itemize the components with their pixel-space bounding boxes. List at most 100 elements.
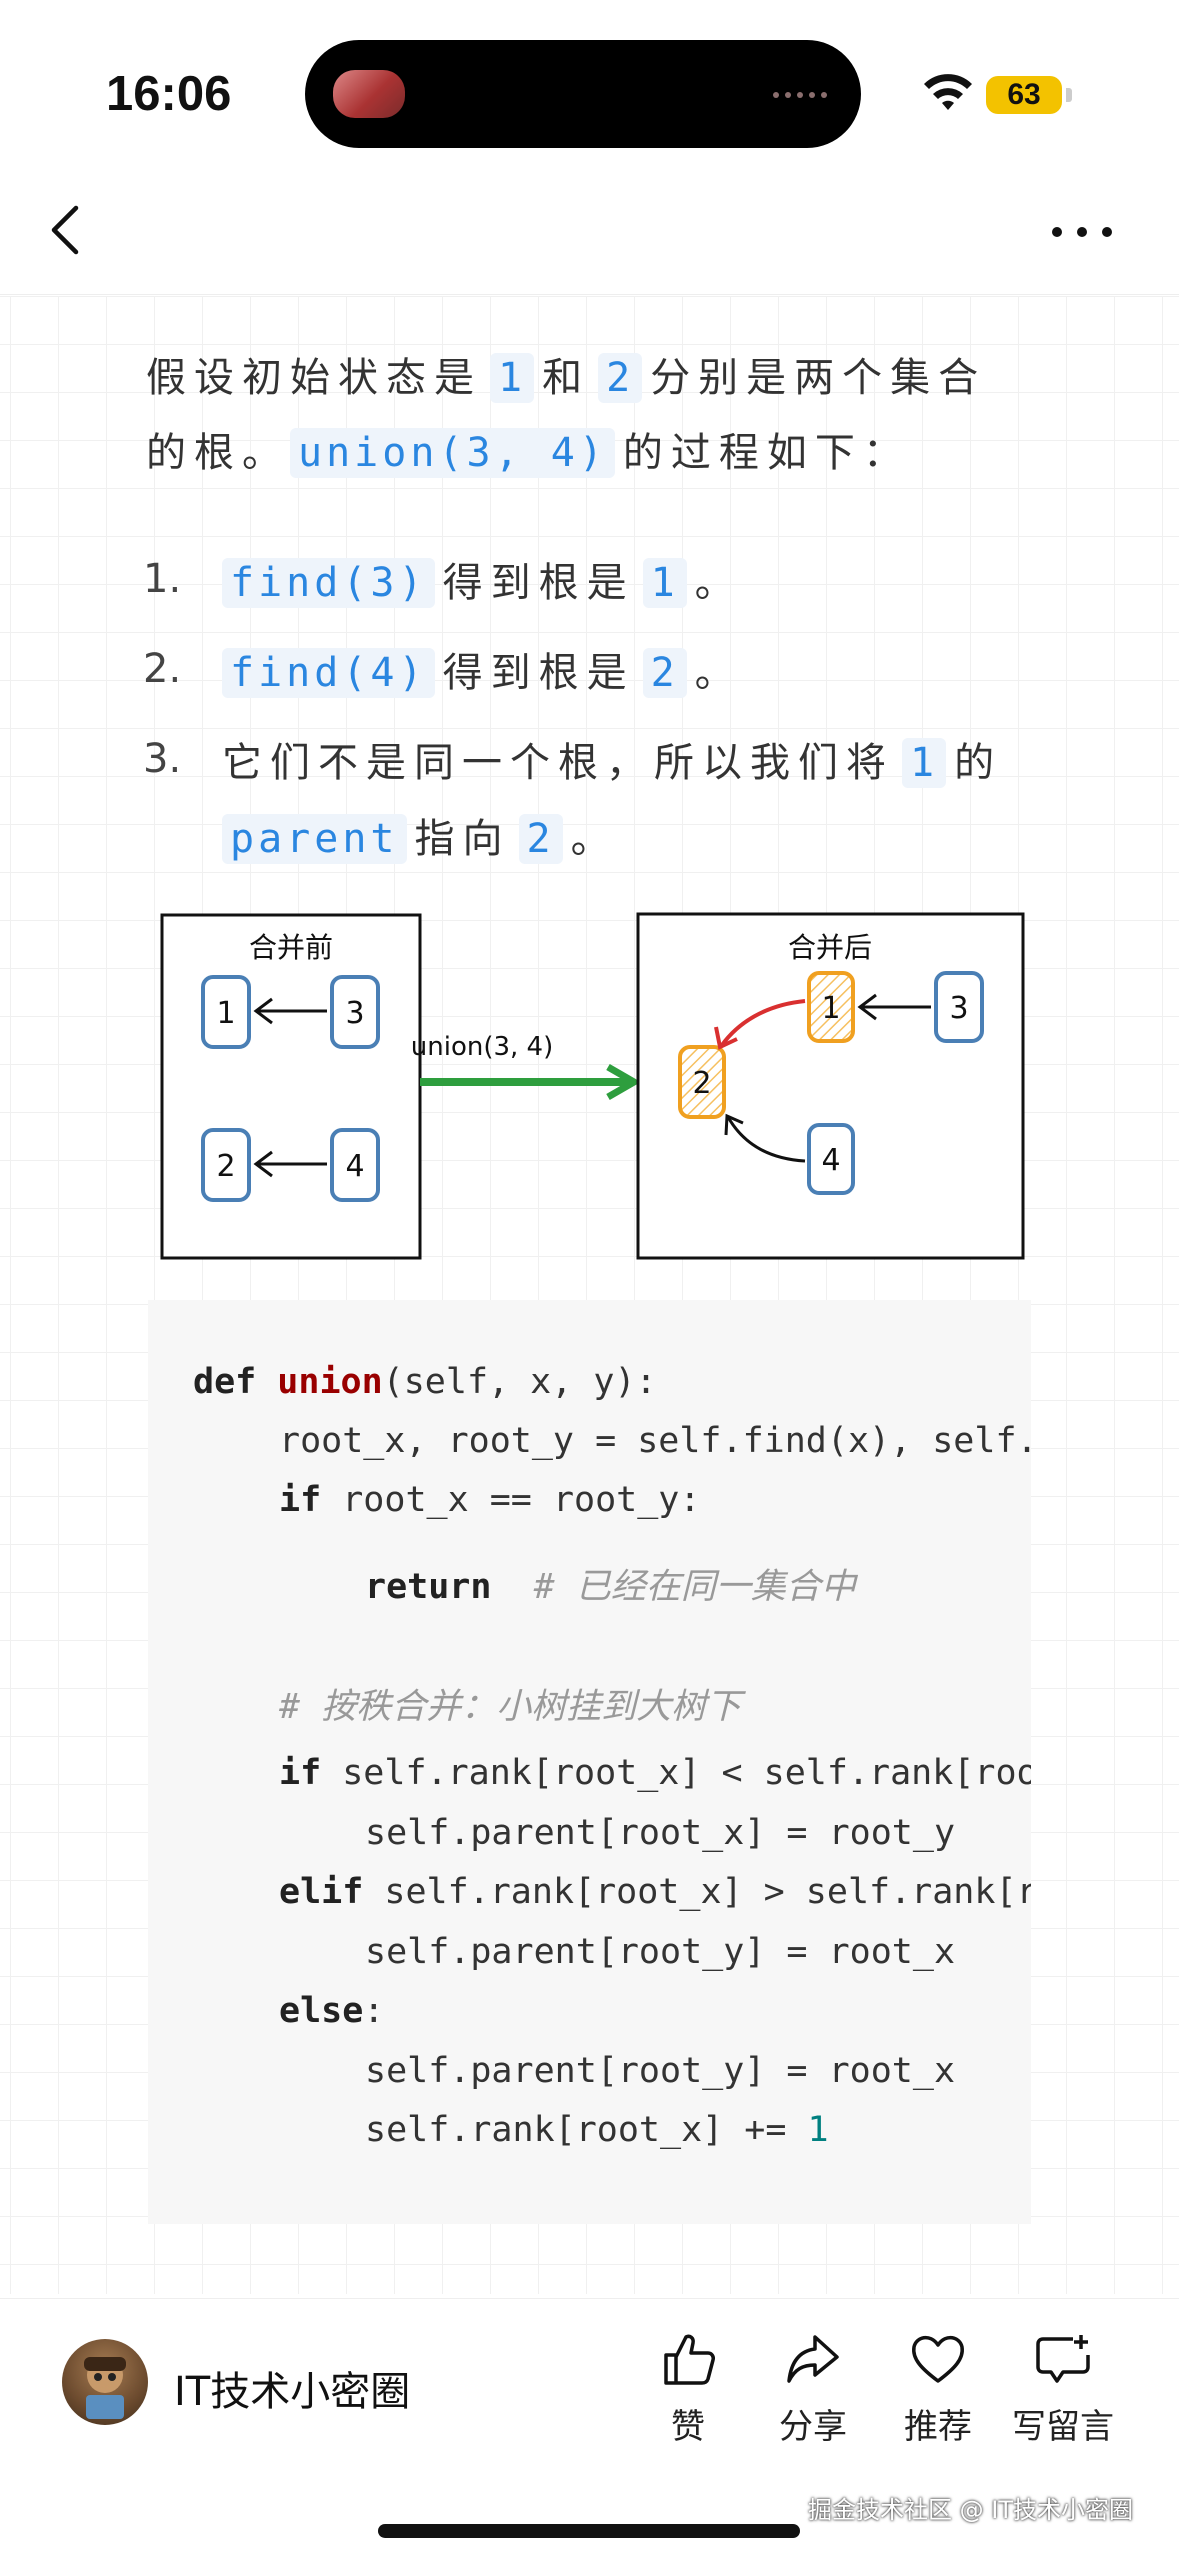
code-function-name: union [277,1362,383,1402]
node-label: 4 [345,1149,364,1184]
wifi-icon [924,74,972,110]
intro-text: 和 [542,355,591,401]
code-text: self.rank[root_x] < self.rank[root_y]: [342,1753,1031,1793]
code-text: self.rank[root_x] += [365,2110,808,2150]
code-line: return # 已经在同一集合中 [365,1558,856,1609]
code-block[interactable]: def union(self, x, y): root_x, root_y = … [148,1300,1031,2224]
thumbs-up-icon [664,2334,715,2385]
inline-code: parent [222,814,407,864]
edge-arrowhead [253,997,273,1025]
intro-text: 的根。 [146,430,290,476]
more-options-icon[interactable] [1052,222,1112,242]
edge-1-to-2 [720,999,806,1047]
code-text: root_x == root_y: [321,1480,701,1520]
inline-code: 2 [598,353,643,403]
intro-text: 分别是两个集合 [650,355,987,401]
code-line: def union(self, x, y): [193,1362,657,1402]
code-text: self.rank[root_x] > self.rank[root_y]: [384,1872,1031,1912]
node-label: 2 [692,1066,711,1101]
node-4-after [807,1123,855,1195]
heart-icon [912,2335,964,2383]
inline-code: find(4) [222,648,435,698]
edge-arrowhead [253,1150,273,1178]
list-number: 2. [143,646,182,692]
recommend-label: 推荐 [904,2407,972,2447]
status-time: 16:06 [106,67,232,121]
intro-text: 的过程如下： [622,430,911,476]
avatar-figure-icon [84,2357,126,2419]
code-keyword: else [279,1991,364,2031]
code-keyword: return [365,1567,492,1607]
author-name[interactable]: IT技术小密圈 [174,2369,411,2415]
node-label: 3 [345,996,364,1031]
comment-icon [1036,2335,1090,2383]
code-line: if root_x == root_y: [279,1480,700,1520]
list-text: 。 [570,816,619,862]
back-chevron-icon[interactable] [40,200,90,260]
union-arrowhead [606,1063,638,1101]
inline-code: 1 [642,558,687,608]
code-comment: # 按秩合并：小树挂到大树下 [279,1687,742,1727]
after-title: 合并后 [788,931,872,964]
code-line: self.rank[root_x] += 1 [365,2110,829,2150]
code-line: elif self.rank[root_x] > self.rank[root_… [279,1872,1031,1912]
intro-text: 假设初始状态是 [146,355,482,401]
list-text: 。 [694,650,743,696]
inline-code: 1 [490,353,535,403]
code-keyword: if [279,1753,322,1793]
union-arrow-label: union(3, 4) [411,1032,553,1062]
code-comment: # 已经在同一集合中 [533,1567,856,1607]
inline-code: 2 [642,648,687,698]
node-label: 1 [821,991,840,1026]
code-number: 1 [807,2110,829,2150]
code-line: self.parent[root_y] = root_x [365,1932,956,1972]
code-text: (self, x, y): [382,1362,657,1402]
node-label: 4 [821,1143,840,1178]
intro-paragraph-line2: 的根。union(3, 4)的过程如下： [146,420,911,478]
home-indicator[interactable] [378,2524,800,2538]
inline-code: find(3) [222,558,435,608]
code-keyword: if [279,1480,322,1520]
write-comment-label: 写留言 [1012,2407,1114,2447]
code-keyword: def [193,1362,257,1402]
node-2-after [678,1045,726,1119]
share-button[interactable]: 分享 [758,2329,868,2448]
code-line: else: [279,1991,384,2031]
node-label: 3 [949,991,968,1026]
list-text: 得到根是 [442,650,635,696]
list-text: 的 [954,740,1003,786]
watermark: 掘金技术社区 @ IT技术小密圈 [808,2496,1133,2524]
battery-level: 63 [986,76,1062,114]
node-3-after [934,971,984,1043]
inline-code: 2 [518,814,563,864]
node-3-before [330,975,380,1049]
before-title: 合并前 [249,931,333,964]
like-label: 赞 [671,2407,705,2447]
list-text: 指向 [414,816,511,862]
list-number: 3. [143,736,182,782]
inline-code: 1 [902,738,947,788]
author-avatar[interactable] [62,2339,148,2425]
audio-wave-icon [773,90,831,100]
inline-code: union(3, 4) [290,428,615,478]
list-text: 它们不是同一个根，所以我们将 [222,740,894,786]
node-4-before [330,1128,380,1202]
node-1-before [201,975,251,1049]
code-line: # 按秩合并：小树挂到大树下 [279,1678,741,1729]
code-line: self.parent[root_x] = root_y [365,1813,956,1853]
bottom-action-bar: IT技术小密圈 赞 分享 推荐 写留言 [0,2298,1179,2564]
battery-tip [1066,88,1072,102]
dynamic-island[interactable] [305,40,861,148]
recommend-button[interactable]: 推荐 [883,2329,993,2448]
code-line: self.parent[root_y] = root_x [365,2051,956,2091]
write-comment-button[interactable]: 写留言 [1008,2329,1118,2448]
code-keyword: elif [279,1872,364,1912]
live-activity-thumbnail[interactable] [333,70,405,118]
like-button[interactable]: 赞 [633,2329,743,2448]
code-line: if self.rank[root_x] < self.rank[root_y]… [279,1753,1031,1793]
list-text: 。 [694,560,743,606]
